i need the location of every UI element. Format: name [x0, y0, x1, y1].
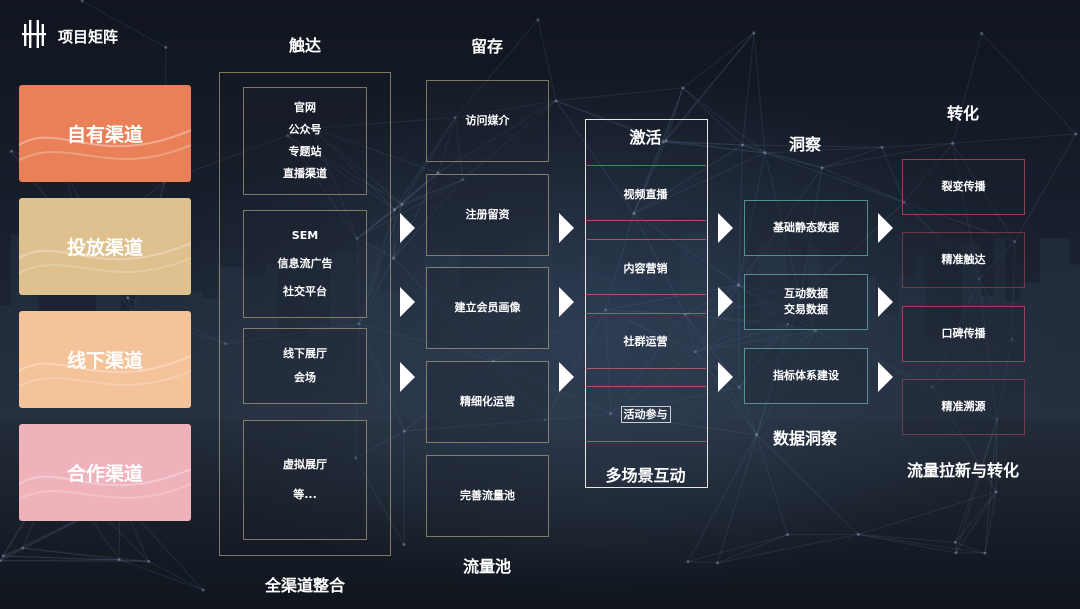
reach-group-3: 线下展厅 会场 — [243, 328, 367, 404]
insight-item-label: 交易数据 — [784, 303, 828, 316]
reach-group-4: 虚拟展厅 等... — [243, 420, 367, 540]
insight-heading: 洞察 — [788, 135, 821, 154]
arrow-right-icon — [400, 287, 415, 317]
convert-item: 裂变传播 — [902, 159, 1025, 215]
arrow-right-icon — [559, 287, 574, 317]
reach-footer: 全渠道整合 — [264, 576, 345, 595]
retain-item: 访问媒介 — [426, 80, 549, 162]
activate-item: 内容营销 — [623, 262, 668, 275]
reach-item: 等... — [293, 488, 317, 501]
reach-item: 信息流广告 — [277, 257, 333, 270]
convert-item: 口碑传播 — [902, 306, 1025, 362]
arrow-right-icon — [559, 362, 574, 392]
activate-item-label: 活动参与 — [620, 406, 671, 423]
retain-heading: 留存 — [470, 37, 503, 56]
reach-item: 虚拟展厅 — [283, 458, 327, 471]
reach-item: 直播渠道 — [283, 167, 327, 180]
insight-item-label: 互动数据 — [784, 287, 828, 300]
arrow-right-icon — [878, 213, 893, 243]
retain-item: 完善流量池 — [426, 455, 549, 537]
divider — [585, 220, 706, 221]
channel-paid: 投放渠道 — [19, 198, 191, 295]
divider — [585, 239, 706, 240]
arrow-right-icon — [559, 213, 574, 243]
activate-footer: 多场景互动 — [605, 466, 686, 485]
divider — [585, 294, 706, 295]
insight-item-label: 基础静态数据 — [773, 221, 839, 234]
divider — [585, 368, 706, 369]
arrow-right-icon — [718, 213, 733, 243]
reach-group-2: SEM 信息流广告 社交平台 — [243, 210, 367, 318]
divider — [585, 386, 706, 387]
activate-item: 视频直播 — [623, 188, 668, 201]
divider — [585, 441, 706, 442]
reach-item: 公众号 — [288, 123, 322, 136]
wave-decoration — [19, 468, 191, 500]
insight-footer: 数据洞察 — [772, 429, 837, 448]
reach-group-1: 官网 公众号 专题站 直播渠道 — [243, 87, 367, 195]
arrow-right-icon — [878, 287, 893, 317]
insight-item-label: 指标体系建设 — [773, 369, 839, 382]
logo-icon — [22, 20, 46, 48]
channel-partner: 合作渠道 — [19, 424, 191, 521]
retain-item: 注册留资 — [426, 174, 549, 256]
retain-item: 精细化运营 — [426, 361, 549, 443]
reach-item: 专题站 — [288, 145, 322, 158]
divider — [585, 313, 706, 314]
reach-item: 线下展厅 — [283, 347, 327, 360]
channel-offline: 线下渠道 — [19, 311, 191, 408]
arrow-right-icon — [718, 362, 733, 392]
divider — [585, 165, 706, 166]
wave-decoration — [19, 355, 191, 387]
retain-footer: 流量池 — [462, 557, 511, 576]
arrow-right-icon — [718, 287, 733, 317]
reach-item: SEM — [291, 229, 319, 242]
convert-footer: 流量拉新与转化 — [906, 461, 1019, 480]
insight-item: 基础静态数据 — [744, 200, 868, 256]
arrow-right-icon — [400, 362, 415, 392]
channel-label: 线下渠道 — [66, 350, 143, 372]
activate-heading: 激活 — [629, 128, 662, 147]
convert-item: 精准触达 — [902, 232, 1025, 288]
convert-heading: 转化 — [946, 104, 979, 123]
channel-owned: 自有渠道 — [19, 85, 191, 182]
activate-item: 社群运营 — [623, 335, 668, 348]
reach-heading: 触达 — [288, 36, 321, 55]
activate-frame — [585, 119, 708, 488]
convert-item: 精准溯源 — [902, 379, 1025, 435]
retain-item: 建立会员画像 — [426, 267, 549, 349]
channel-label: 自有渠道 — [66, 124, 143, 146]
arrow-right-icon — [400, 213, 415, 243]
reach-item: 官网 — [294, 101, 316, 114]
insight-item: 互动数据 交易数据 — [744, 274, 868, 330]
channel-label: 合作渠道 — [66, 463, 143, 485]
activate-item: 活动参与 — [585, 406, 706, 423]
channel-label: 投放渠道 — [66, 237, 143, 259]
insight-item: 指标体系建设 — [744, 348, 868, 404]
reach-item: 社交平台 — [283, 285, 327, 298]
arrow-right-icon — [878, 362, 893, 392]
wave-decoration — [19, 129, 191, 161]
reach-item: 会场 — [294, 371, 316, 384]
wave-decoration — [19, 242, 191, 274]
reach-frame — [219, 72, 391, 556]
brand-title: 项目矩阵 — [58, 28, 119, 46]
